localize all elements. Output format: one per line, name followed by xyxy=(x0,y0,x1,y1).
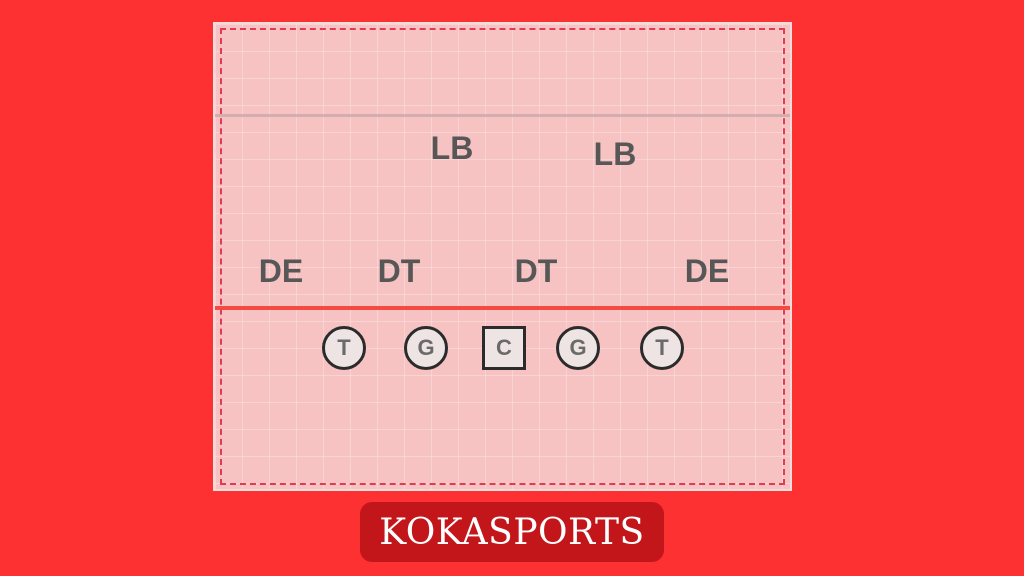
linebacker-right: LB xyxy=(593,136,637,172)
defensive-end-left: DE xyxy=(258,253,304,289)
right-guard-marker: G xyxy=(556,326,600,370)
brand-logo: KOKASPORTS xyxy=(360,502,664,562)
defensive-tackle-right: DT xyxy=(514,253,558,289)
right-tackle-marker: T xyxy=(640,326,684,370)
formation-field: LB LB DE DT DT DE T G C G T xyxy=(213,22,792,491)
defensive-tackle-left: DT xyxy=(377,253,421,289)
left-tackle-marker: T xyxy=(322,326,366,370)
top-yard-line xyxy=(215,114,790,117)
field-dashed-border xyxy=(220,28,785,485)
center-marker: C xyxy=(482,326,526,370)
line-of-scrimmage xyxy=(215,306,790,310)
defensive-end-right: DE xyxy=(684,253,730,289)
left-guard-marker: G xyxy=(404,326,448,370)
brand-name: KOKASPORTS xyxy=(379,511,645,553)
linebacker-left: LB xyxy=(430,130,474,166)
